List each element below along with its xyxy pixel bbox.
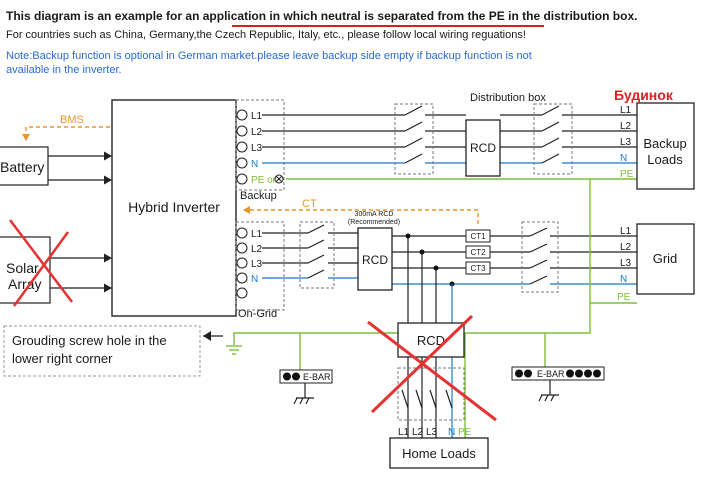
- bms-line: [22, 126, 110, 141]
- title-highlight: which neutral is separated from the PE i…: [283, 9, 638, 23]
- home-loads-label: Home Loads: [402, 446, 476, 461]
- ongrid-l3-label: L3: [251, 259, 263, 270]
- backup-pe-label: PE or: [251, 175, 277, 186]
- rcd300-recommended-label: (Recommended): [348, 219, 400, 226]
- svg-text:L3: L3: [620, 137, 632, 148]
- svg-text:PE: PE: [617, 292, 631, 303]
- svg-text:PE: PE: [620, 169, 634, 180]
- svg-text:L1: L1: [398, 427, 410, 438]
- ground-symbol-icon: [274, 174, 284, 184]
- inverter-label: Hybrid Inverter: [128, 199, 220, 215]
- distribution-box-label: Distribution box: [470, 92, 546, 104]
- battery-label: Battery: [0, 159, 44, 175]
- ongrid-port-label: On-Grid: [238, 308, 277, 320]
- diagram-title: This diagram is an example for an applic…: [6, 9, 637, 23]
- ct-signal-line: [243, 206, 479, 224]
- rcd-300ma-label: RCD: [362, 253, 388, 267]
- battery-box: [0, 146, 49, 186]
- rcd-300ma: [357, 227, 393, 291]
- backup-l2-label: L2: [251, 127, 263, 138]
- backup-loads-label-1: Backup: [643, 136, 686, 151]
- ct1-label: CT1: [470, 232, 486, 241]
- grid-label: Grid: [653, 251, 678, 266]
- ct-label: CT: [302, 198, 317, 210]
- rcd-home-label: RCD: [417, 333, 445, 348]
- ongrid-n-label: N: [251, 274, 258, 285]
- rcd-backup-label: RCD: [470, 141, 496, 155]
- note-line-2: available in the inverter.: [6, 64, 122, 76]
- svg-text:L2: L2: [620, 121, 632, 132]
- rcd-backup: [465, 119, 501, 177]
- home-loads-box: [389, 437, 489, 469]
- backup-loads-terminal-labels: L1 L2 L3 N PE: [620, 105, 634, 180]
- grid-box: [636, 223, 695, 295]
- grounding-note-line-2: lower right corner: [12, 351, 113, 366]
- countries-line: For countries such as China, Germany,the…: [6, 29, 526, 41]
- grounding-note-box: [3, 325, 201, 377]
- bms-label: BMS: [60, 114, 84, 126]
- ongrid-breaker-1: [307, 224, 325, 279]
- solar-label: Solar: [6, 260, 39, 276]
- ct-sensors: [465, 229, 491, 275]
- home-branch-cross-icon: [367, 314, 497, 422]
- backup-l3-label: L3: [251, 143, 263, 154]
- pe-ground-icon: [226, 345, 242, 355]
- backup-port-label: Backup: [240, 190, 277, 202]
- svg-text:L1: L1: [620, 226, 632, 237]
- ongrid-wires: [262, 232, 637, 269]
- ebar-left-ground-icon: [293, 383, 314, 405]
- title-prefix: This diagram is an example for an applic…: [6, 9, 284, 23]
- svg-text:L2: L2: [620, 242, 632, 253]
- backup-loads-label-2: Loads: [647, 152, 683, 167]
- svg-text:PE: PE: [458, 427, 472, 438]
- backup-breaker-1: [404, 105, 423, 164]
- ebar-left-label: E-BAR: [303, 372, 331, 382]
- note-line-1: Note:Backup function is optional in Germ…: [6, 50, 532, 62]
- ct2-label: CT2: [470, 248, 486, 257]
- ongrid-breaker-2: [529, 227, 548, 285]
- backup-n-label: N: [251, 159, 258, 170]
- budynok-annotation: Будинок: [614, 87, 674, 103]
- grid-terminal-labels: L1 L2 L3 N PE: [617, 226, 632, 303]
- ct3-label: CT3: [470, 264, 486, 273]
- ongrid-l2-label: L2: [251, 244, 263, 255]
- home-breaker: [401, 389, 453, 409]
- rcd300-label: 300mA RCD: [355, 211, 394, 218]
- svg-text:L3: L3: [426, 427, 438, 438]
- solar-cross-icon: [9, 219, 73, 307]
- home-branch-wires: [407, 236, 437, 440]
- ongrid-terminals: [236, 227, 248, 299]
- svg-text:L1: L1: [620, 105, 632, 116]
- backup-wires: [262, 114, 637, 148]
- svg-text:N: N: [620, 153, 627, 164]
- backup-l1-label: L1: [251, 111, 263, 122]
- svg-text:L3: L3: [620, 258, 632, 269]
- backup-loads-box: [636, 102, 695, 190]
- svg-text:N: N: [448, 427, 455, 438]
- backup-terminals: [236, 109, 248, 185]
- ebar-right-label: E-BAR: [537, 369, 565, 379]
- backup-breaker-2: [541, 105, 560, 164]
- hybrid-inverter-box: [111, 99, 237, 317]
- home-terminal-labels: L1 L2 L3 N PE: [398, 427, 472, 438]
- ebar-right-ground-icon: [538, 380, 559, 402]
- svg-text:L2: L2: [412, 427, 424, 438]
- ongrid-l1-label: L1: [251, 229, 263, 240]
- grounding-note-line-1: Grouding screw hole in the: [12, 333, 167, 348]
- svg-text:N: N: [620, 274, 627, 285]
- pe-wires: [233, 179, 637, 440]
- ebar-left: [279, 369, 333, 384]
